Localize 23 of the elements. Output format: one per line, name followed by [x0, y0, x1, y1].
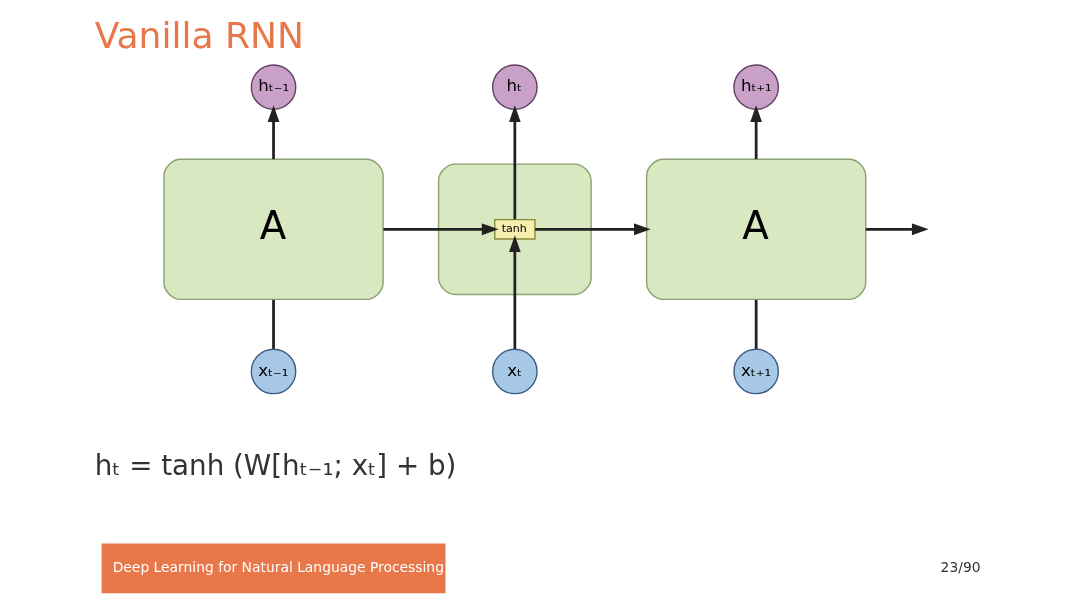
node-box: A: [645, 158, 866, 301]
arrow: [382, 223, 498, 236]
arrow: [534, 223, 651, 236]
node-box: A: [162, 158, 384, 301]
arrow: [267, 105, 279, 160]
node-circle: hₜ: [491, 64, 538, 111]
connector: [271, 299, 275, 349]
label: 23/90: [940, 558, 981, 575]
arrow: [865, 223, 929, 236]
node-circle: xₜ₊₁: [732, 348, 779, 395]
arrow: [508, 105, 521, 220]
arrow: [749, 105, 762, 160]
node-circle: xₜ: [491, 348, 538, 395]
cluster: [437, 163, 592, 296]
node-circle: xₜ₋₁: [250, 348, 296, 395]
label: Deep Learning for Natural Language Processing: [112, 558, 444, 575]
node-circle: hₜ₋₁: [250, 64, 296, 111]
node-box: tanh: [493, 218, 536, 240]
label: hₜ = tanh (W[hₜ₋₁; xₜ] + b): [94, 449, 456, 483]
connector: [754, 299, 758, 349]
diagram-title: Vanilla RNN: [94, 15, 304, 58]
node-circle: hₜ₊₁: [732, 64, 779, 111]
arrow: [508, 235, 521, 349]
